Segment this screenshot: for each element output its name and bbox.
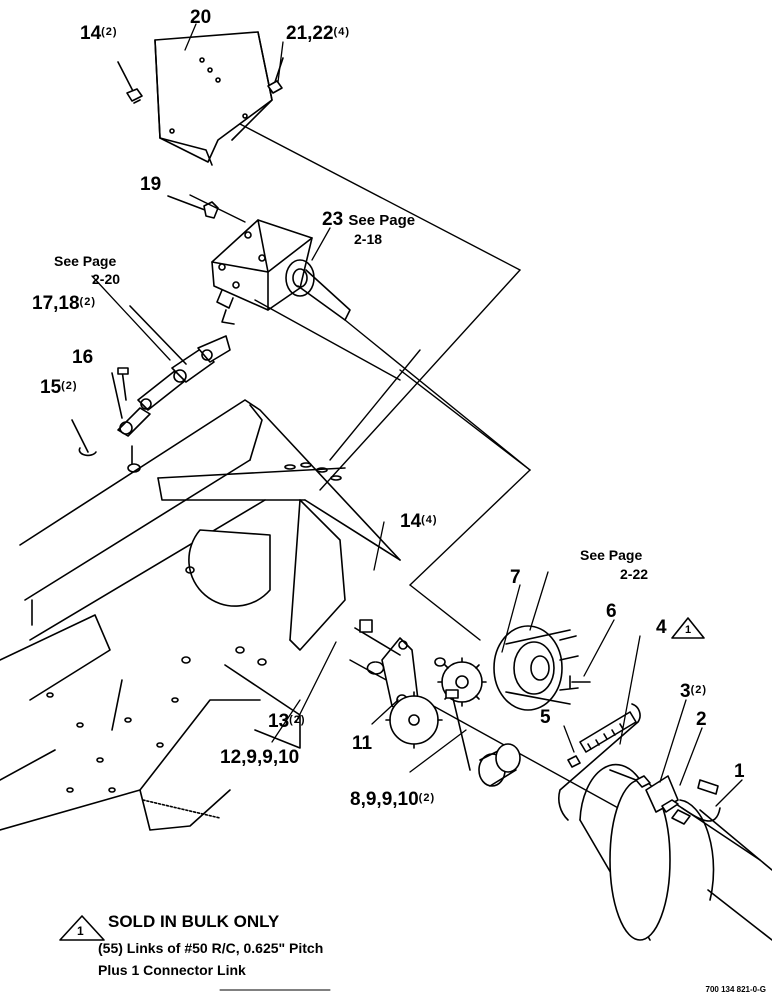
callout-3: 3(2): [680, 682, 707, 701]
roller-chain: [558, 703, 641, 821]
grease-fitting: [167, 195, 219, 219]
callout-quantity: (2): [289, 714, 306, 726]
note-triangle: [671, 617, 705, 639]
callout-16: 16: [72, 347, 94, 368]
bolt-14-top: [117, 61, 143, 104]
callout-number: 14: [400, 511, 422, 532]
small-sprocket: [434, 657, 487, 707]
callout-quantity: (2): [101, 26, 118, 38]
callout-11: 11: [352, 733, 373, 754]
idler-sprocket-lower: [385, 689, 471, 771]
mounting-bracket: [154, 31, 273, 166]
drawing-reference: 700 134 821-0-G: [705, 985, 767, 994]
drive-shaft: [71, 305, 231, 473]
callout-19: 19: [140, 174, 162, 195]
legend-line-2: Plus 1 Connector Link: [98, 962, 246, 978]
legend-line-1: (55) Links of #50 R/C, 0.625" Pitch: [98, 940, 324, 956]
see-page-2-22-label: See Page: [580, 547, 643, 563]
callout-number: 14: [80, 23, 102, 44]
see-page-2-18: 2-18: [354, 231, 383, 247]
callout-14-top: 14(2): [80, 24, 118, 43]
callout-number: 13: [268, 711, 290, 732]
callout-6: 6: [606, 601, 617, 622]
callout-quantity: (2): [61, 380, 78, 392]
callout-quantity: (4): [333, 26, 350, 38]
gearbox: [211, 219, 351, 325]
callout-quantity: (2): [690, 684, 708, 696]
callout-4-note-number: 1: [685, 624, 692, 636]
header-frame: [0, 399, 401, 831]
callout-1: 1: [734, 761, 745, 782]
see-page-2-22-number: 2-22: [620, 566, 649, 582]
legend: 1 SOLD IN BULK ONLY (55) Links of #50 R/…: [60, 912, 323, 984]
callout-21-22: 21,22(4): [286, 24, 350, 43]
sensor-bracket: [609, 769, 721, 825]
callout-number: 21,22: [286, 23, 334, 44]
callout-number: 15: [40, 377, 62, 398]
callout-2: 2: [696, 709, 707, 730]
callout-20: 20: [190, 7, 212, 28]
see-page-2-20-label: See Page: [54, 253, 117, 269]
callout-7: 7: [510, 567, 521, 588]
callout-quantity: (4): [421, 514, 438, 526]
callout-quantity: (2): [418, 792, 436, 804]
callout-23: 23 See Page: [322, 210, 415, 229]
callout-number: 8,9,9,10: [350, 789, 419, 810]
callout-15: 15(2): [40, 378, 78, 397]
callout-4: 4: [656, 617, 667, 638]
legend-number: 1: [77, 924, 84, 938]
callout-quantity: (2): [79, 296, 96, 308]
callout-number: 23: [322, 209, 344, 230]
see-page-2-20-number: 2-20: [92, 271, 121, 287]
link-pin: [569, 675, 591, 689]
callout-5: 5: [540, 707, 551, 728]
see-page-label: See Page: [348, 212, 416, 229]
callout-13: 13(2): [268, 712, 306, 731]
callout-14-lower: 14(4): [400, 512, 438, 531]
callout-number: 17,18: [32, 293, 80, 314]
large-sprocket: [493, 625, 579, 711]
spacer-bushing: [478, 743, 521, 787]
idler-arm: [354, 619, 419, 713]
callout-12: 12,9,9,10: [220, 747, 300, 768]
callout-number: 3: [680, 681, 691, 702]
legend-title: SOLD IN BULK ONLY: [108, 912, 280, 931]
callout-leaders: [91, 23, 743, 807]
legend-triangle: [59, 915, 105, 941]
callout-8: 8,9,9,10(2): [350, 790, 435, 809]
callout-17-18: 17,18(2): [32, 294, 96, 313]
reel-tube: [579, 763, 772, 941]
